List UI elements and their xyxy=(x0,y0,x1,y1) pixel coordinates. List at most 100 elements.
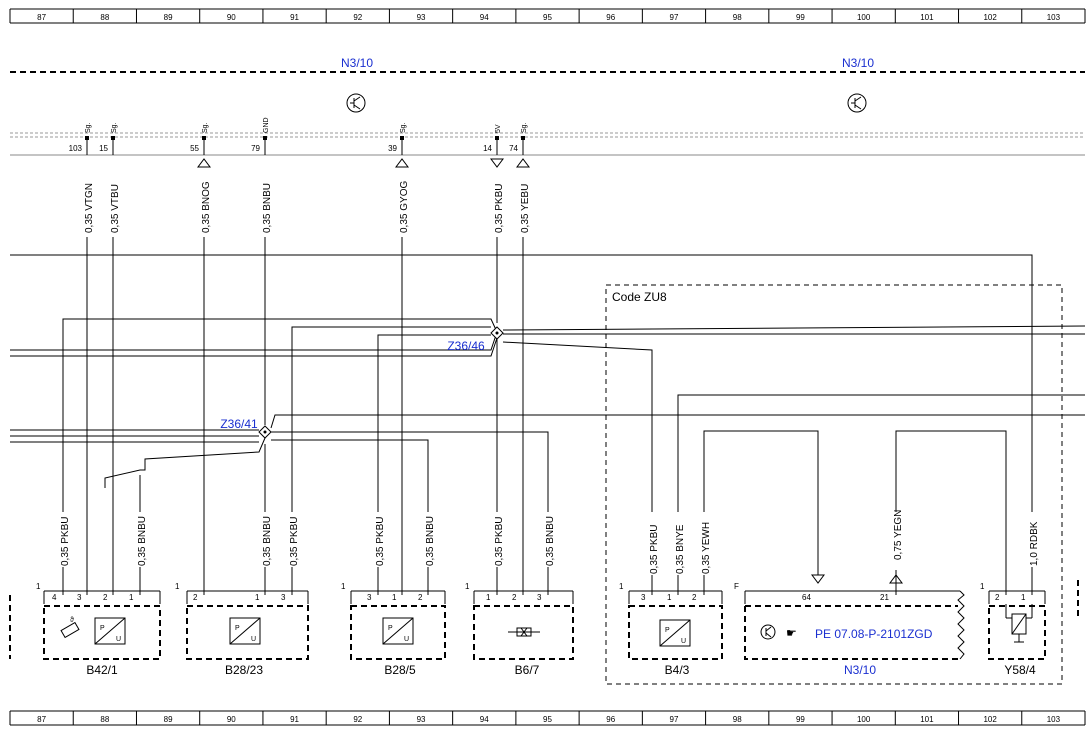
pressure-sensor-icon: P U xyxy=(382,617,414,645)
svg-text:3: 3 xyxy=(77,593,82,602)
svg-text:U: U xyxy=(681,638,686,645)
svg-text:P: P xyxy=(388,625,393,632)
svg-text:Z36/41: Z36/41 xyxy=(220,417,258,431)
svg-text:Sg.: Sg. xyxy=(202,122,209,133)
transistor-icon xyxy=(760,624,776,640)
wire-label: 0,35 VTBU xyxy=(110,184,121,233)
grid-number: 96 xyxy=(606,715,615,724)
component-label: B28/5 xyxy=(384,663,416,677)
transistor-icon xyxy=(847,93,867,113)
pointing-hand-icon: ☛ xyxy=(786,626,797,640)
svg-text:GND: GND xyxy=(263,117,270,133)
svg-text:4: 4 xyxy=(52,593,57,602)
svg-text:2: 2 xyxy=(995,593,1000,602)
svg-text:79: 79 xyxy=(251,144,260,153)
control-unit-label-right: N3/10 xyxy=(842,56,874,70)
svg-text:U: U xyxy=(404,636,409,643)
grid-number: 90 xyxy=(227,13,236,22)
component-b42-1[interactable]: 1 4 3 2 1 ϑ P U B42/1 xyxy=(36,582,161,677)
svg-text:64: 64 xyxy=(802,593,811,602)
wire-label: 0,35 BNOG xyxy=(201,181,212,233)
svg-text:ϑ: ϑ xyxy=(70,617,74,624)
svg-text:14: 14 xyxy=(483,144,492,153)
pressure-sensor-icon: P U xyxy=(229,617,261,645)
grid-number: 88 xyxy=(100,13,109,22)
top-pin-74: Sg. 74 xyxy=(509,122,530,168)
grid-number: 88 xyxy=(100,715,109,724)
component-b4-3[interactable]: 1 3 1 2 P U B4/3 xyxy=(619,582,723,677)
wires xyxy=(10,237,1086,595)
code-zu8-box xyxy=(605,284,1063,685)
grid-number: 87 xyxy=(37,13,46,22)
top-pin-55: Sg. 55 xyxy=(190,122,211,168)
svg-text:P: P xyxy=(100,625,105,632)
wire-label: 0,35 YEBU xyxy=(520,184,531,233)
wire-label: 0,35 VTGN xyxy=(84,183,95,233)
grid-number: 99 xyxy=(796,715,805,724)
svg-text:1: 1 xyxy=(619,582,624,591)
component-label: B42/1 xyxy=(86,663,118,677)
svg-text:2: 2 xyxy=(193,593,198,602)
svg-text:1: 1 xyxy=(341,582,346,591)
svg-text:0,35 BNYE: 0,35 BNYE xyxy=(675,524,686,574)
control-unit-label-left: N3/10 xyxy=(341,56,373,70)
svg-text:0,35 BNBU: 0,35 BNBU xyxy=(545,516,556,566)
component-b28-23[interactable]: 1 2 1 3 P U B28/23 xyxy=(175,582,309,677)
component-label: B6/7 xyxy=(515,663,540,677)
svg-text:0,35 PKBU: 0,35 PKBU xyxy=(649,525,660,574)
svg-text:P: P xyxy=(235,625,240,632)
top-pin-14: 5V 14 xyxy=(483,124,504,168)
svg-text:2: 2 xyxy=(418,593,423,602)
junction-z36-41: Z36/41 xyxy=(220,417,272,439)
svg-text:103: 103 xyxy=(69,144,83,153)
grid-number: 95 xyxy=(543,13,552,22)
solenoid-valve-icon xyxy=(1005,604,1033,643)
component-label: Y58/4 xyxy=(1004,663,1036,677)
svg-text:3: 3 xyxy=(367,593,372,602)
component-b28-5[interactable]: 1 3 1 2 P U B28/5 xyxy=(341,582,446,677)
top-pin-103: Sg. 103 xyxy=(69,122,92,155)
grid-number: 97 xyxy=(670,715,679,724)
svg-text:1: 1 xyxy=(1021,593,1026,602)
wire-label: 0,35 BNBU xyxy=(262,183,273,233)
wire-label: 0,35 PKBU xyxy=(494,184,505,233)
component-n3-10[interactable]: F 64 21 ☛ PE 07.08-P-2101ZGD N3/10 xyxy=(734,582,965,677)
svg-text:0,35 PKBU: 0,35 PKBU xyxy=(60,517,71,566)
grid-number: 97 xyxy=(670,13,679,22)
grid-number: 96 xyxy=(606,13,615,22)
grid-number: 89 xyxy=(164,715,173,724)
grid-number: 94 xyxy=(480,715,489,724)
component-y58-4[interactable]: 1 2 1 Y58/4 xyxy=(980,582,1046,677)
svg-text:0,35 PKBU: 0,35 PKBU xyxy=(289,517,300,566)
svg-text:0,35 BNBU: 0,35 BNBU xyxy=(137,516,148,566)
grid-number: 98 xyxy=(733,13,742,22)
grid-number: 101 xyxy=(920,13,934,22)
svg-text:1: 1 xyxy=(980,582,985,591)
svg-text:1,0 RDBK: 1,0 RDBK xyxy=(1029,521,1040,566)
svg-text:1: 1 xyxy=(465,582,470,591)
transistor-icon xyxy=(346,93,366,113)
svg-text:3: 3 xyxy=(537,593,542,602)
svg-text:74: 74 xyxy=(509,144,518,153)
svg-text:Sg.: Sg. xyxy=(111,122,118,133)
svg-text:0,35 YEWH: 0,35 YEWH xyxy=(701,522,712,574)
reference-link[interactable]: PE 07.08-P-2101ZGD xyxy=(815,627,933,641)
component-label: N3/10 xyxy=(844,663,876,677)
svg-text:Sg.: Sg. xyxy=(521,122,528,133)
svg-text:15: 15 xyxy=(99,144,108,153)
svg-text:1: 1 xyxy=(667,593,672,602)
svg-text:U: U xyxy=(116,636,121,643)
grid-number: 100 xyxy=(857,13,871,22)
grid-number: 100 xyxy=(857,715,871,724)
grid-number: 99 xyxy=(796,13,805,22)
pressure-sensor-icon: P U xyxy=(94,617,126,645)
grid-number: 93 xyxy=(417,13,426,22)
svg-text:3: 3 xyxy=(281,593,286,602)
grid-number: 103 xyxy=(1047,715,1061,724)
svg-text:1: 1 xyxy=(392,593,397,602)
svg-text:Z36/46: Z36/46 xyxy=(447,339,485,353)
component-b6-7[interactable]: 1 1 2 3 B6/7 xyxy=(465,582,574,677)
grid-number: 98 xyxy=(733,715,742,724)
